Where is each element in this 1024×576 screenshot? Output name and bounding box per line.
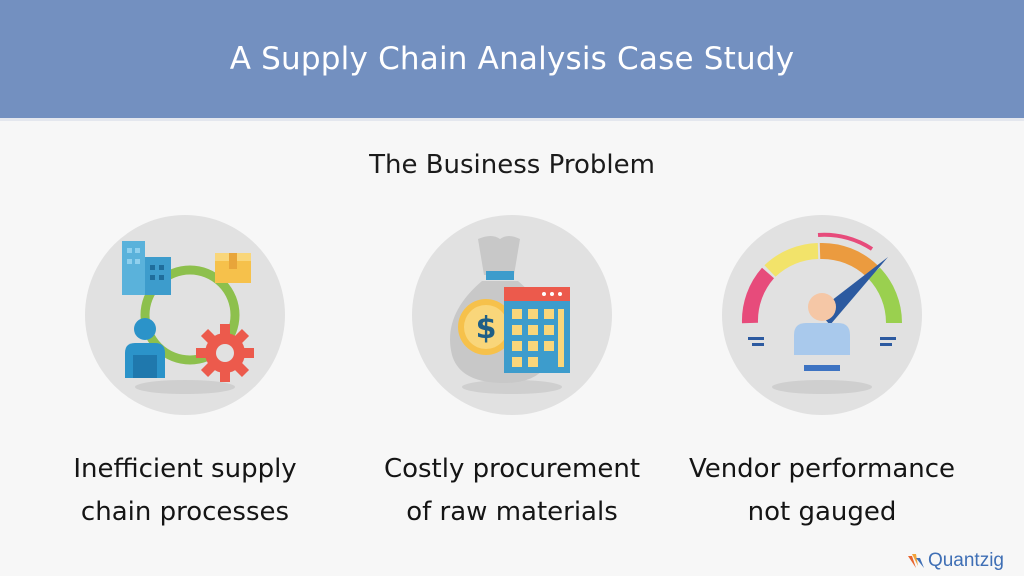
problem-card-procurement: $ Costly procurement of raw materials [367,215,657,535]
caption-line-2: of raw materials [406,497,618,527]
caption-line-1: Inefficient supply [73,454,297,484]
caption-line-1: Costly procurement [383,454,641,484]
page-title: A Supply Chain Analysis Case Study [229,41,795,77]
card-caption: Inefficient supply chain processes [40,448,330,534]
brand-logo: Quantzig [906,550,1004,572]
card-caption: Vendor performance not gauged [677,448,967,534]
problem-card-supply-chain: Inefficient supply chain processes [40,215,330,535]
quantzig-logo-icon [907,554,924,568]
performance-gauge-icon [741,232,903,394]
caption-line-2: not gauged [747,497,897,527]
header-banner: A Supply Chain Analysis Case Study [0,0,1024,121]
caption-line-1: Vendor performance [688,454,956,484]
svg-text:$: $ [476,311,497,346]
section-subtitle: The Business Problem [369,150,655,180]
supply-chain-cycle-icon [122,241,254,394]
card-caption: Costly procurement of raw materials [367,448,657,534]
problem-card-vendor: Vendor performance not gauged [677,215,967,535]
caption-line-2: chain processes [80,497,290,527]
money-bag-calculator-icon: $ [450,236,570,394]
brand-name: Quantzig [927,550,1004,571]
